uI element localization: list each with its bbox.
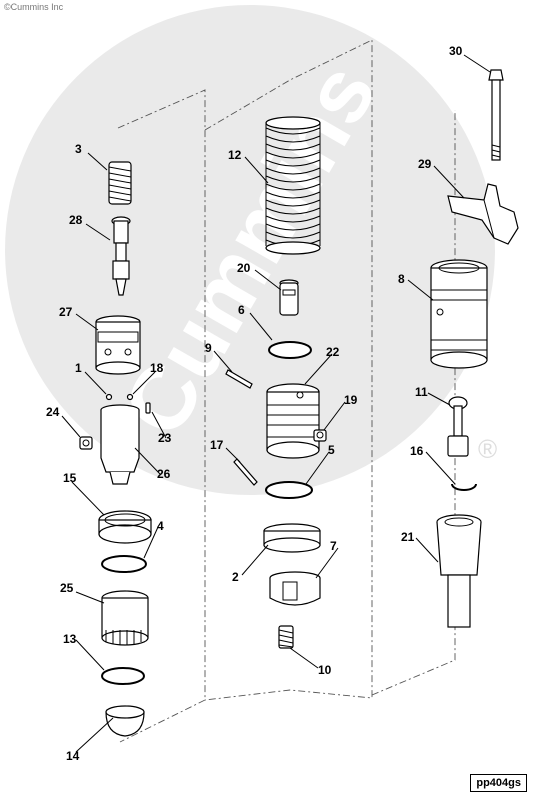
copyright-notice: ©Cummins Inc xyxy=(4,2,64,12)
registered-mark: ® xyxy=(478,434,497,464)
part-21-sleeve xyxy=(436,514,482,628)
part-2-ring xyxy=(263,523,321,553)
part-11-plunger xyxy=(447,396,469,457)
callout-21: 21 xyxy=(401,530,415,544)
callout-numbers: 3 28 27 1 18 23 24 26 15 4 25 13 14 12 2… xyxy=(46,44,463,763)
part-3-small-spring xyxy=(108,161,132,205)
part-24-screw xyxy=(79,436,93,450)
callout-24: 24 xyxy=(46,405,60,419)
callout-23: 23 xyxy=(158,431,172,445)
callout-15: 15 xyxy=(63,471,77,485)
part-8-barrel xyxy=(430,259,488,369)
callout-7: 7 xyxy=(330,539,337,553)
part-28-plunger xyxy=(111,216,131,296)
part-27-housing xyxy=(95,315,141,375)
cummins-watermark: Cummins xyxy=(5,5,495,495)
part-25-sleeve xyxy=(101,590,149,646)
part-7-clip xyxy=(269,571,321,606)
part-29-clamp xyxy=(447,183,519,245)
part-20-plunger xyxy=(279,279,299,316)
callout-1: 1 xyxy=(75,361,82,375)
callout-6: 6 xyxy=(238,303,245,317)
callout-12: 12 xyxy=(228,148,242,162)
callout-9: 9 xyxy=(205,341,212,355)
callout-2: 2 xyxy=(232,570,239,584)
callout-27: 27 xyxy=(59,305,73,319)
part-23-pin xyxy=(145,402,151,414)
part-1-ball xyxy=(105,393,113,401)
part-18-ball xyxy=(126,393,134,401)
callout-11: 11 xyxy=(415,385,428,399)
part-10-small-spring xyxy=(278,625,294,649)
callout-3: 3 xyxy=(75,142,82,156)
callout-22: 22 xyxy=(326,345,340,359)
callout-28: 28 xyxy=(69,213,83,227)
part-9-pin xyxy=(225,369,253,389)
callout-20: 20 xyxy=(237,261,251,275)
part-17-pin xyxy=(233,458,258,486)
part-15-retainer-ring xyxy=(98,510,152,544)
part-30-bolt xyxy=(488,69,504,161)
part-19-screw xyxy=(313,429,327,442)
callout-10: 10 xyxy=(318,663,332,677)
part-6-o-ring xyxy=(268,341,312,359)
callout-25: 25 xyxy=(60,581,74,595)
callout-4: 4 xyxy=(157,519,164,533)
part-12-main-spring xyxy=(265,116,321,255)
callout-8: 8 xyxy=(398,272,405,286)
part-26-cup xyxy=(100,404,140,485)
callout-5: 5 xyxy=(328,443,335,457)
figure-id: pp404gs xyxy=(470,774,527,792)
leader-lines xyxy=(61,54,491,753)
callout-18: 18 xyxy=(150,361,164,375)
part-14-cap xyxy=(105,705,145,737)
callout-30: 30 xyxy=(449,44,463,58)
part-4-o-ring xyxy=(101,555,147,573)
callout-14: 14 xyxy=(66,749,80,763)
callout-17: 17 xyxy=(210,438,224,452)
part-16-snap-ring xyxy=(451,483,477,491)
part-5-o-ring xyxy=(265,481,313,499)
callout-19: 19 xyxy=(344,393,358,407)
part-13-o-ring xyxy=(101,667,145,685)
callout-26: 26 xyxy=(157,467,171,481)
callout-16: 16 xyxy=(410,444,424,458)
callout-29: 29 xyxy=(418,157,432,171)
part-22-valve-body xyxy=(266,383,320,459)
callout-13: 13 xyxy=(63,632,77,646)
